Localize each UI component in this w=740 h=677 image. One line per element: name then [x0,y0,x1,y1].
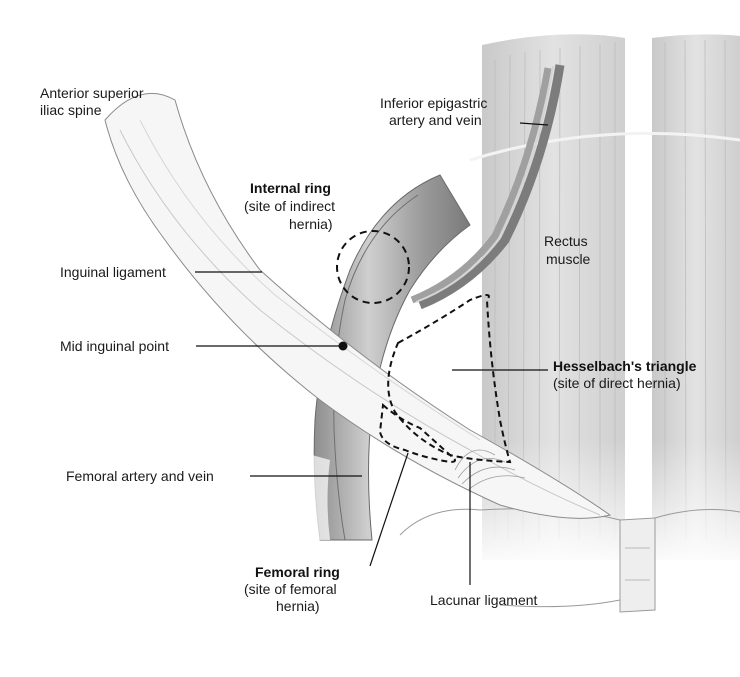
label-femoral-ring-title: Femoral ring [255,564,340,580]
label-lacunar-ligament: Lacunar ligament [430,592,538,608]
label-asis-2: iliac spine [40,102,102,118]
label-epigastric-2: artery and vein [389,112,482,128]
label-inguinal-ligament: Inguinal ligament [60,264,166,280]
label-rectus-1: Rectus [544,233,588,249]
label-femoral-vessels: Femoral artery and vein [66,468,214,484]
label-hesselbach-2: (site of direct hernia) [553,375,681,391]
label-internal-ring-3: hernia) [289,216,333,232]
label-rectus-2: muscle [546,251,591,267]
label-femoral-ring-3: hernia) [276,598,320,614]
label-hesselbach-title: Hesselbach's triangle [553,358,697,374]
label-asis-1: Anterior superior [40,85,144,101]
label-internal-ring-title: Internal ring [250,180,331,196]
label-epigastric-1: Inferior epigastric [380,95,487,111]
label-mid-inguinal-point: Mid inguinal point [60,338,169,354]
label-internal-ring-2: (site of indirect [244,198,335,214]
label-femoral-ring-2: (site of femoral [244,581,337,597]
